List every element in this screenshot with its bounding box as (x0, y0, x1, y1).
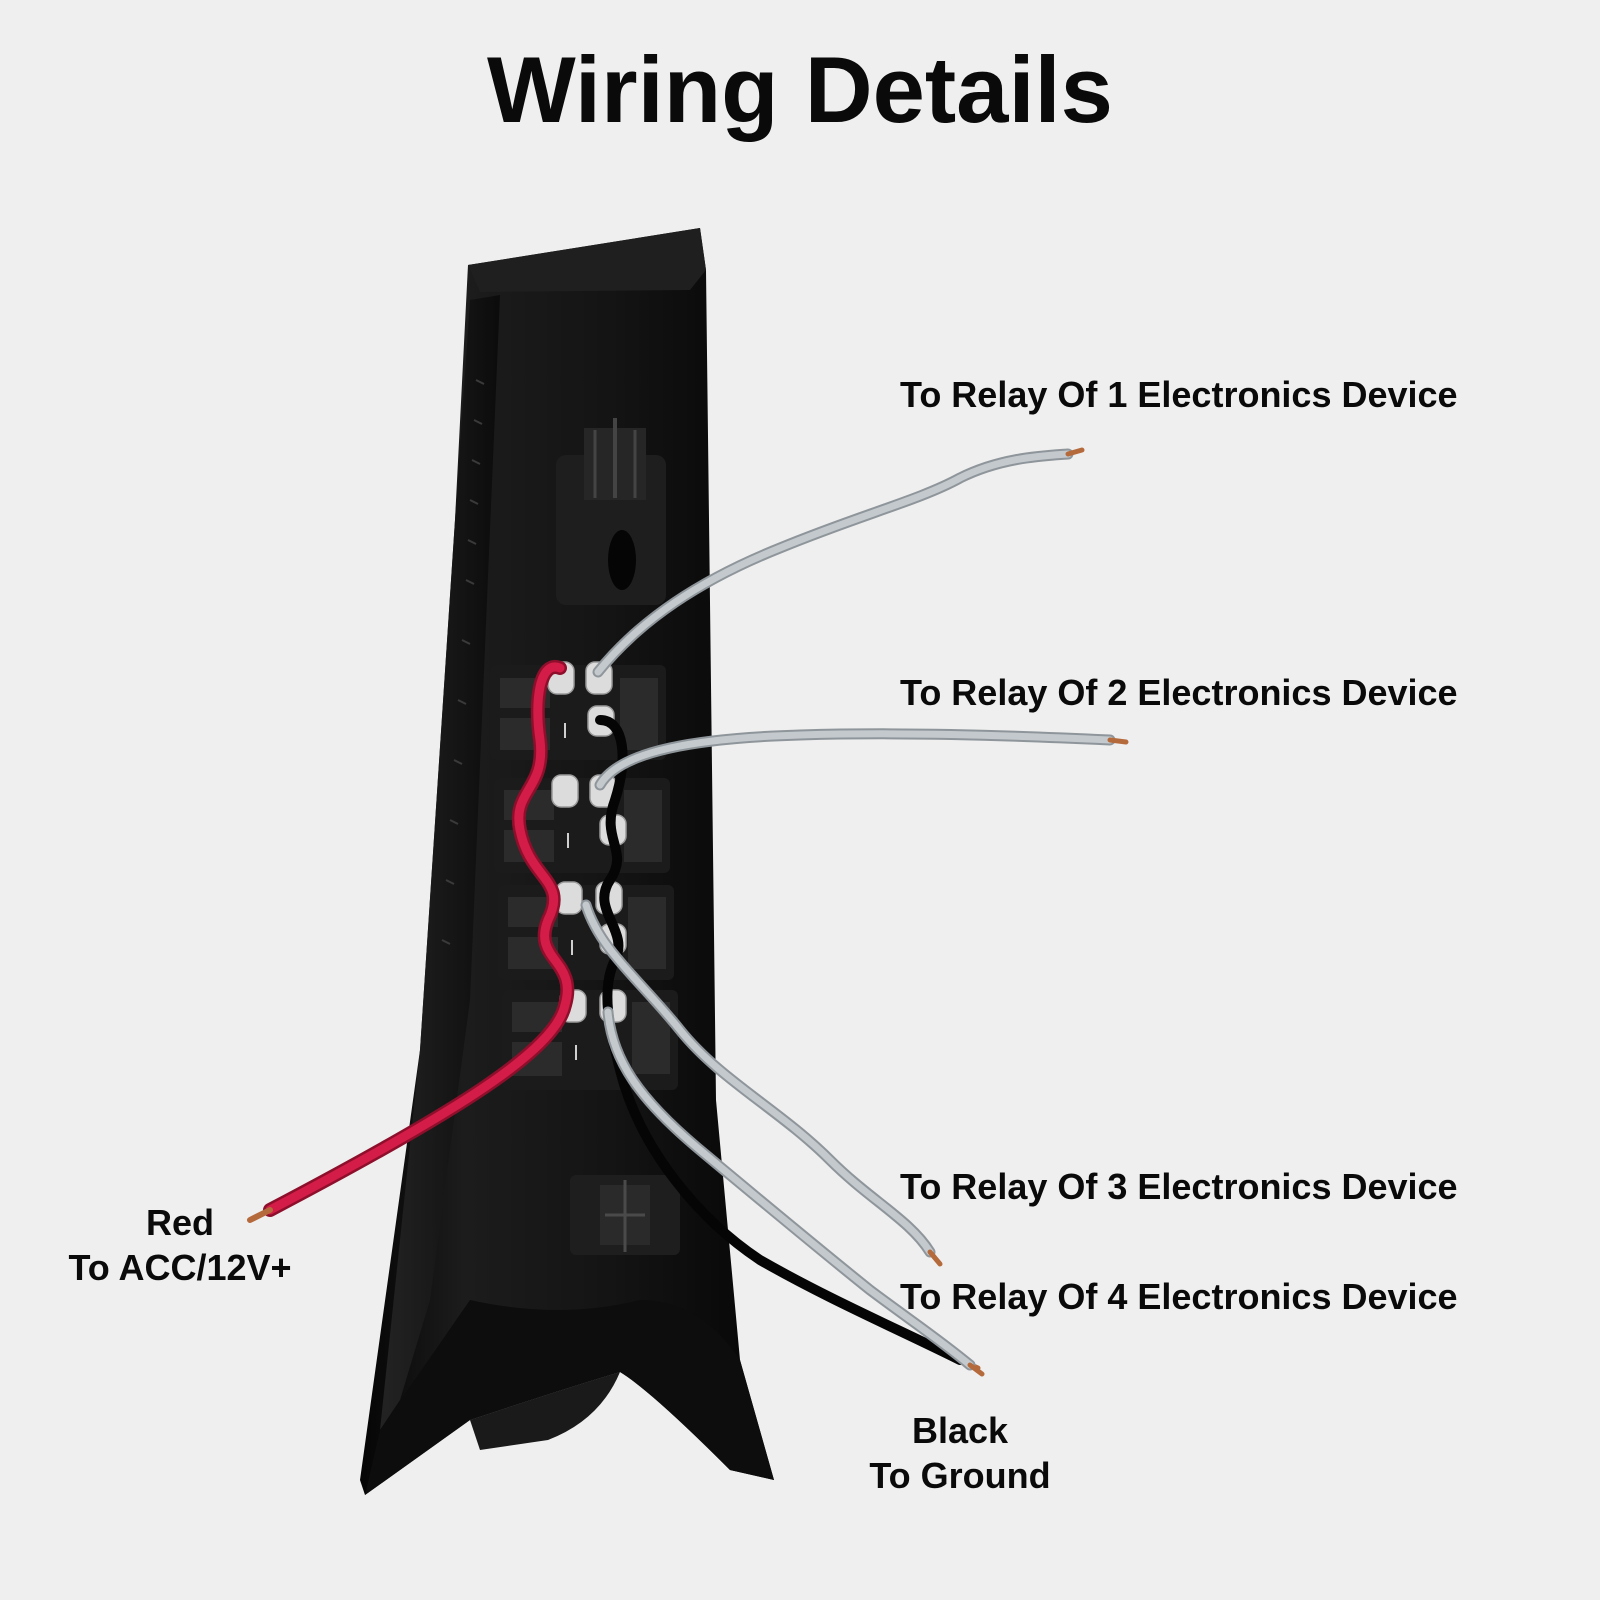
grey-wire-3 (580, 899, 936, 1258)
grey-wire-2 (594, 728, 1116, 791)
label-relay-1: To Relay Of 1 Electronics Device (900, 374, 1458, 415)
label-relay-2: To Relay Of 2 Electronics Device (900, 672, 1458, 713)
lower-connector (570, 1175, 680, 1255)
label-relay-4: To Relay Of 4 Electronics Device (900, 1276, 1458, 1317)
grey-wire-4 (602, 1006, 976, 1371)
red-wire-tip (247, 1207, 273, 1223)
grey-wire-2-tip (1107, 737, 1129, 745)
label-black-purpose: To Ground (869, 1455, 1051, 1496)
switch-module-2 (494, 778, 670, 873)
upper-connector (556, 418, 666, 605)
grey-wire-1 (592, 448, 1074, 678)
label-black-wire: Black To Ground (820, 1408, 1100, 1498)
page-title: Wiring Details (487, 37, 1113, 142)
label-red-color: Red (145, 1202, 214, 1243)
grey-wire-4-tip (967, 1362, 985, 1377)
grey-wire-3-tip (927, 1249, 943, 1267)
rim-ridges (441, 379, 485, 945)
label-relay-3: To Relay Of 3 Electronics Device (900, 1166, 1458, 1207)
red-wire (263, 660, 575, 1217)
switch-module-3 (498, 885, 674, 980)
label-red-wire: Red To ACC/12V+ (40, 1200, 320, 1290)
grey-wire-1-tip (1065, 447, 1085, 457)
label-black-color: Black (911, 1410, 1009, 1451)
black-wire (595, 715, 965, 1365)
switch-module-1 (490, 665, 666, 760)
label-red-purpose: To ACC/12V+ (68, 1247, 292, 1288)
